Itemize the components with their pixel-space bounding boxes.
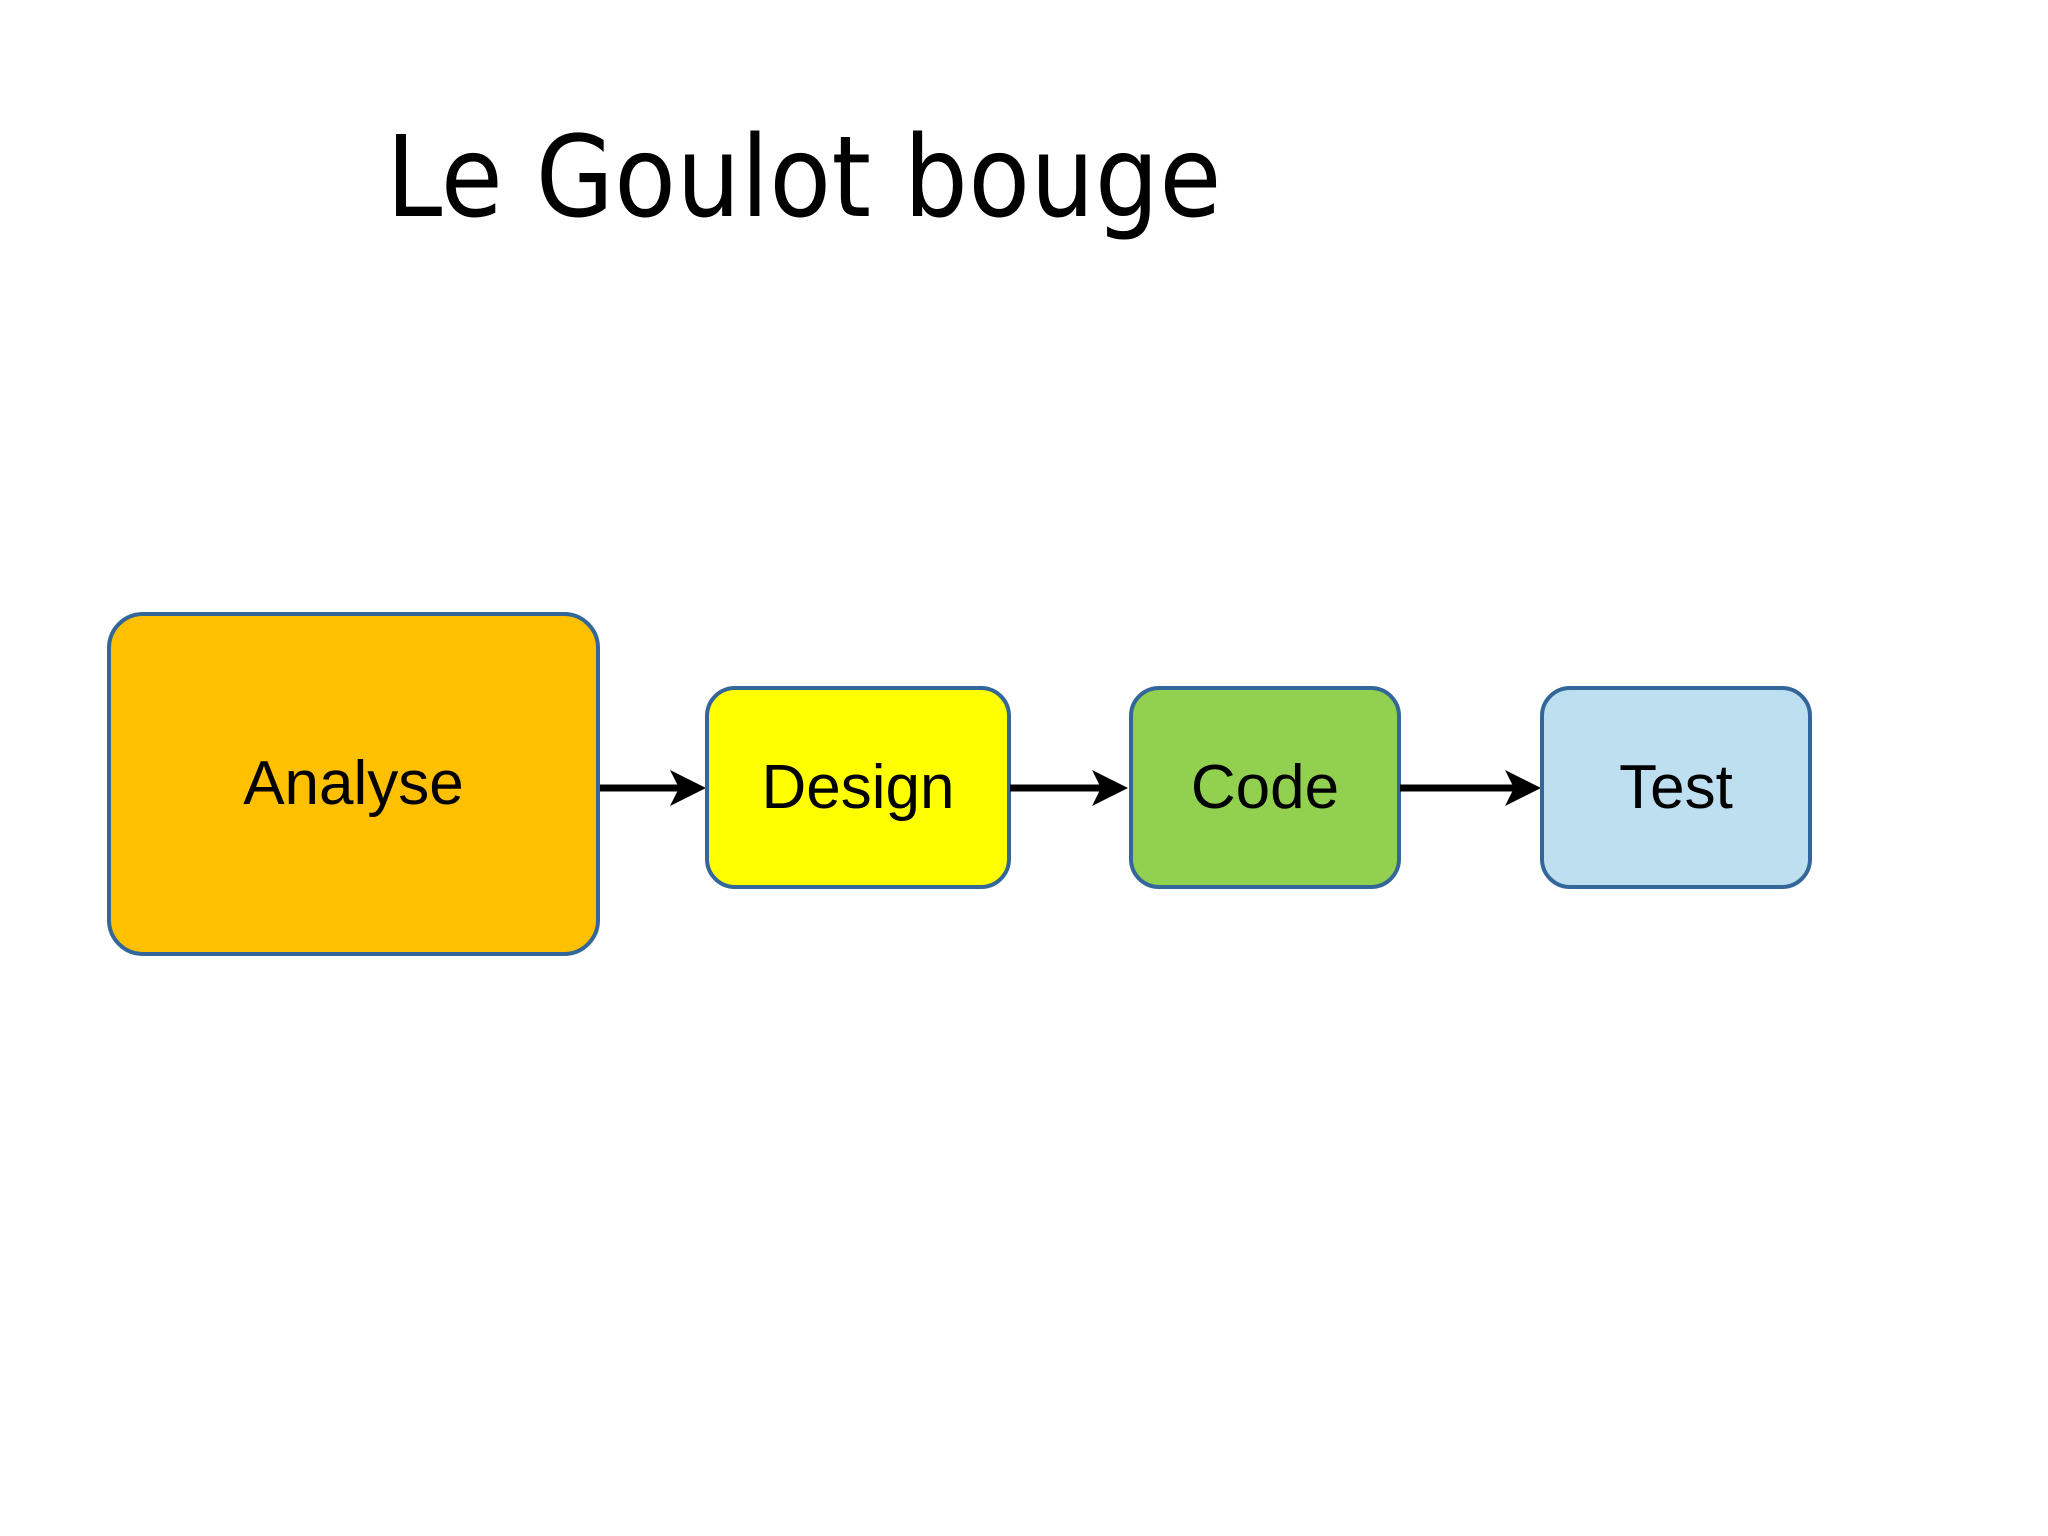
page-title: Le Goulot bouge — [386, 113, 1222, 243]
process-node-label: Test — [1619, 752, 1733, 822]
process-node-test[interactable]: Test — [1540, 686, 1812, 889]
process-node-label: Design — [761, 752, 955, 822]
process-node-design[interactable]: Design — [705, 686, 1011, 889]
arrow-right-icon — [600, 770, 706, 806]
process-node-code[interactable]: Code — [1129, 686, 1401, 889]
arrow-code-to-test-icon — [1400, 758, 1545, 818]
process-node-analyse[interactable]: Analyse — [107, 612, 600, 956]
process-node-label: Analyse — [243, 749, 464, 818]
arrow-analyse-to-design-icon — [600, 758, 710, 818]
arrow-right-icon — [1010, 770, 1128, 806]
arrow-design-to-code-icon — [1010, 758, 1132, 818]
arrow-right-icon — [1400, 770, 1541, 806]
process-node-label: Code — [1190, 752, 1340, 822]
